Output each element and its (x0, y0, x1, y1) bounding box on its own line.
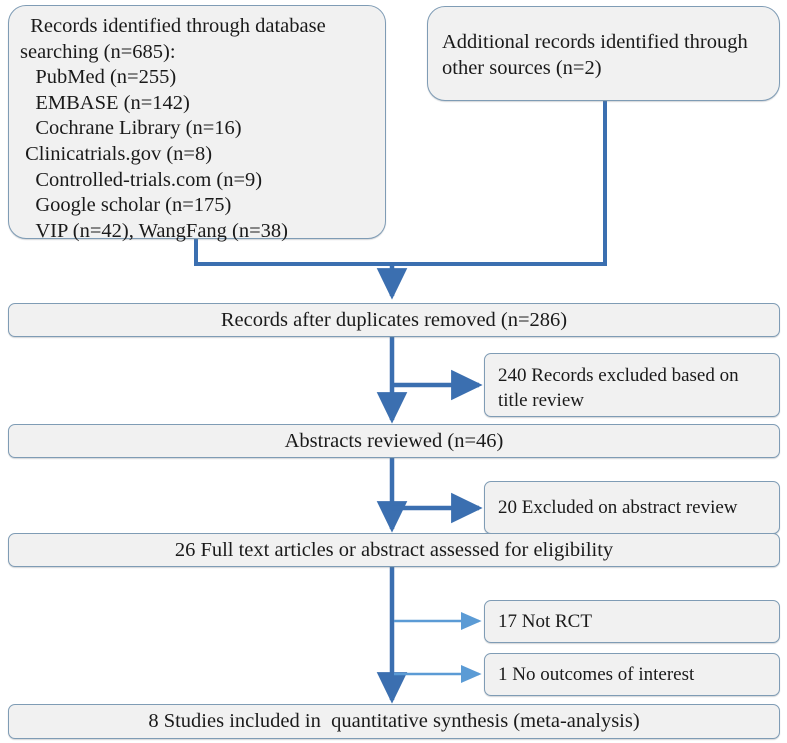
node-abstracts-reviewed: Abstracts reviewed (n=46) (8, 424, 780, 458)
node-other-sources-text: Additional records identified through ot… (442, 31, 748, 79)
node-included-final-text: 8 Studies included in quantitative synth… (148, 710, 640, 732)
node-full-text-assessed-text: 26 Full text articles or abstract assess… (174, 538, 614, 561)
node-other-sources: Additional records identified through ot… (427, 6, 780, 101)
flow-dedup-to-abstracts (376, 337, 483, 424)
flow-abstracts-to-fulltext (376, 458, 483, 533)
node-excluded-title-text: 240 Records excluded based on title revi… (498, 365, 739, 411)
node-excluded-not-rct-text: 17 Not RCT (498, 611, 592, 632)
node-excluded-title: 240 Records excluded based on title revi… (484, 353, 780, 417)
node-abstracts-reviewed-text: Abstracts reviewed (n=46) (284, 429, 504, 452)
node-excluded-no-outcomes-text: 1 No outcomes of interest (498, 664, 695, 685)
node-excluded-not-rct: 17 Not RCT (484, 600, 780, 643)
node-included-final: 8 Studies included in quantitative synth… (8, 704, 780, 739)
node-database-search-text: Records identified through database sear… (20, 15, 326, 242)
node-excluded-no-outcomes: 1 No outcomes of interest (484, 653, 780, 696)
node-excluded-abstract: 20 Excluded on abstract review (484, 481, 780, 534)
flow-fulltext-to-final (376, 567, 482, 704)
node-full-text-assessed: 26 Full text articles or abstract assess… (8, 533, 780, 567)
node-excluded-abstract-text: 20 Excluded on abstract review (498, 497, 738, 518)
node-duplicates-removed-text: Records after duplicates removed (n=286) (220, 308, 568, 331)
node-database-search: Records identified through database sear… (8, 5, 386, 242)
node-duplicates-removed: Records after duplicates removed (n=286) (8, 303, 780, 337)
